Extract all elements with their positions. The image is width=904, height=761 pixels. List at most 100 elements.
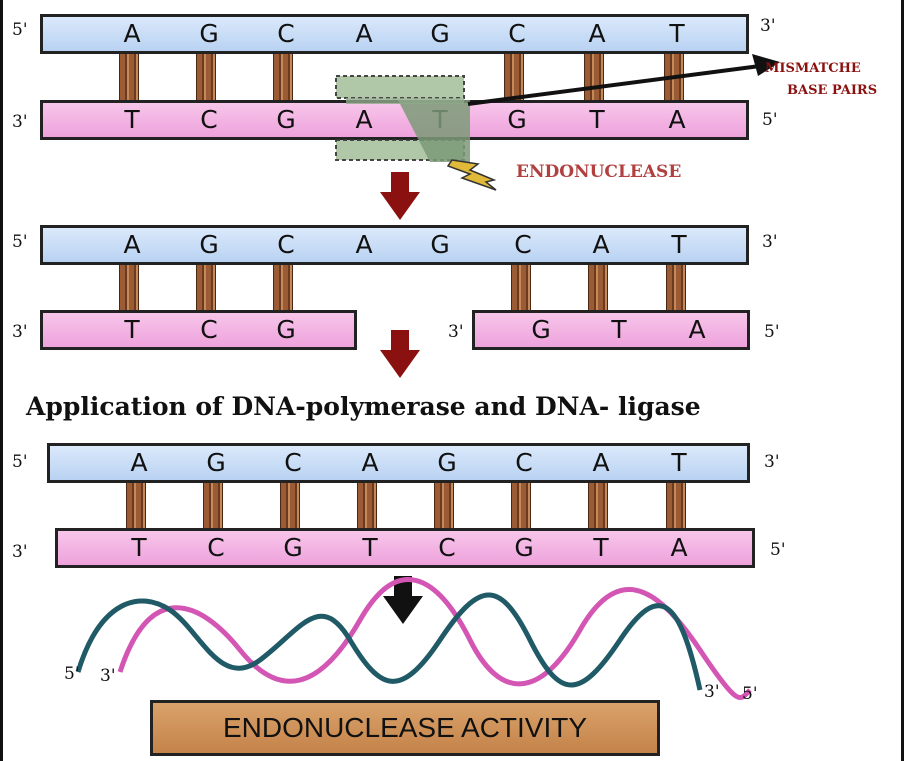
row2-rung (511, 264, 531, 310)
row3-top-right-end: 3' (764, 452, 780, 472)
base: C (508, 19, 526, 48)
base: C (200, 105, 218, 134)
row1-rung (119, 54, 139, 100)
row2-rung (666, 264, 686, 310)
mismatch-label-line1: MISMATCHE (765, 61, 861, 76)
base: T (362, 533, 378, 562)
row1-bottom-right-end: 5' (762, 110, 778, 130)
base: T (671, 230, 687, 259)
down-arrow-icon (380, 330, 420, 380)
row2-top-strand: A G C A G C A T (40, 225, 749, 265)
frame-right-border (901, 0, 904, 761)
base: T (124, 105, 140, 134)
row3-top-strand: A G C A G C A T (47, 443, 750, 483)
base: G (199, 19, 219, 48)
base: A (670, 533, 688, 562)
base: T (669, 19, 685, 48)
base: C (277, 19, 295, 48)
row1-rung (504, 54, 524, 100)
helix-left-5prime: 5' (64, 664, 80, 684)
base: T (589, 105, 605, 134)
row3-bottom-left-end: 3' (12, 542, 28, 562)
row2-rung (196, 264, 216, 310)
base: G (531, 315, 551, 344)
row3-top-left-end: 5' (12, 452, 28, 472)
base: G (437, 448, 457, 477)
helix-pink-strand (117, 577, 752, 700)
row2-bottom-right-end: 5' (764, 322, 780, 342)
row3-rung (203, 482, 223, 528)
frame-left-border (0, 0, 3, 761)
base: A (123, 19, 141, 48)
row3-rung (126, 482, 146, 528)
base: T (611, 315, 627, 344)
base: A (592, 448, 610, 477)
base: A (355, 105, 373, 134)
base: A (592, 230, 610, 259)
base: G (514, 533, 534, 562)
base: A (668, 105, 686, 134)
row2-rung (588, 264, 608, 310)
row1-rung (196, 54, 216, 100)
mismatch-pointer-arrow (467, 54, 780, 106)
base: G (206, 448, 226, 477)
base: T (124, 315, 140, 344)
base: A (355, 230, 373, 259)
base: G (276, 315, 296, 344)
base: A (361, 448, 379, 477)
row2-bottom-left-end: 3' (12, 322, 28, 342)
row1-bottom-left-end: 3' (12, 112, 28, 132)
base: C (515, 448, 533, 477)
row3-rung (666, 482, 686, 528)
row3-rung (280, 482, 300, 528)
row2-bottom-left-fragment: T C G (40, 310, 357, 350)
base: G (276, 105, 296, 134)
endonuclease-enzyme-shape (335, 75, 470, 162)
base: G (283, 533, 303, 562)
base: A (688, 315, 706, 344)
row1-bottom-strand: T C G A T G T A (40, 100, 749, 140)
base: T (593, 533, 609, 562)
helix-right-3prime: 3' (704, 682, 720, 702)
base: C (284, 448, 302, 477)
helix-left-3prime: 3' (100, 666, 116, 686)
row3-bottom-right-end: 5' (770, 540, 786, 560)
application-caption: Application of DNA-polymerase and DNA- l… (26, 392, 701, 421)
base: G (430, 230, 450, 259)
row3-rung (511, 482, 531, 528)
base: A (588, 19, 606, 48)
row2-top-right-end: 3' (762, 232, 778, 252)
base: C (277, 230, 295, 259)
base: G (199, 230, 219, 259)
row1-rung (273, 54, 293, 100)
row3-rung (588, 482, 608, 528)
base: G (430, 19, 450, 48)
down-arrow-icon (380, 172, 420, 222)
row2-rung (119, 264, 139, 310)
helix-right-5prime: 5' (742, 684, 758, 704)
mismatch-label-line2: BASE PAIRS (787, 83, 878, 98)
row3-rung (357, 482, 377, 528)
base: T (671, 448, 687, 477)
base: C (207, 533, 225, 562)
base: T (131, 533, 147, 562)
base: A (355, 19, 373, 48)
row1-top-right-end: 3' (760, 16, 776, 36)
endonuclease-label: ENDONUCLEASE (516, 162, 682, 182)
base: G (507, 105, 527, 134)
row2-gap-end: 3' (448, 322, 464, 342)
base: C (438, 533, 456, 562)
row3-bottom-strand: T C G T C G T A (55, 528, 755, 568)
row2-top-left-end: 5' (12, 232, 28, 252)
cut-lightning-icon (446, 159, 497, 191)
base: A (130, 448, 148, 477)
row2-rung (273, 264, 293, 310)
row1-top-strand: A G C A G C A T (40, 14, 749, 54)
row2-bottom-right-fragment: G T A (472, 310, 750, 350)
helix-teal-strand (75, 592, 703, 691)
base: A (123, 230, 141, 259)
base: C (200, 315, 218, 344)
row1-top-left-end: 5' (12, 20, 28, 40)
